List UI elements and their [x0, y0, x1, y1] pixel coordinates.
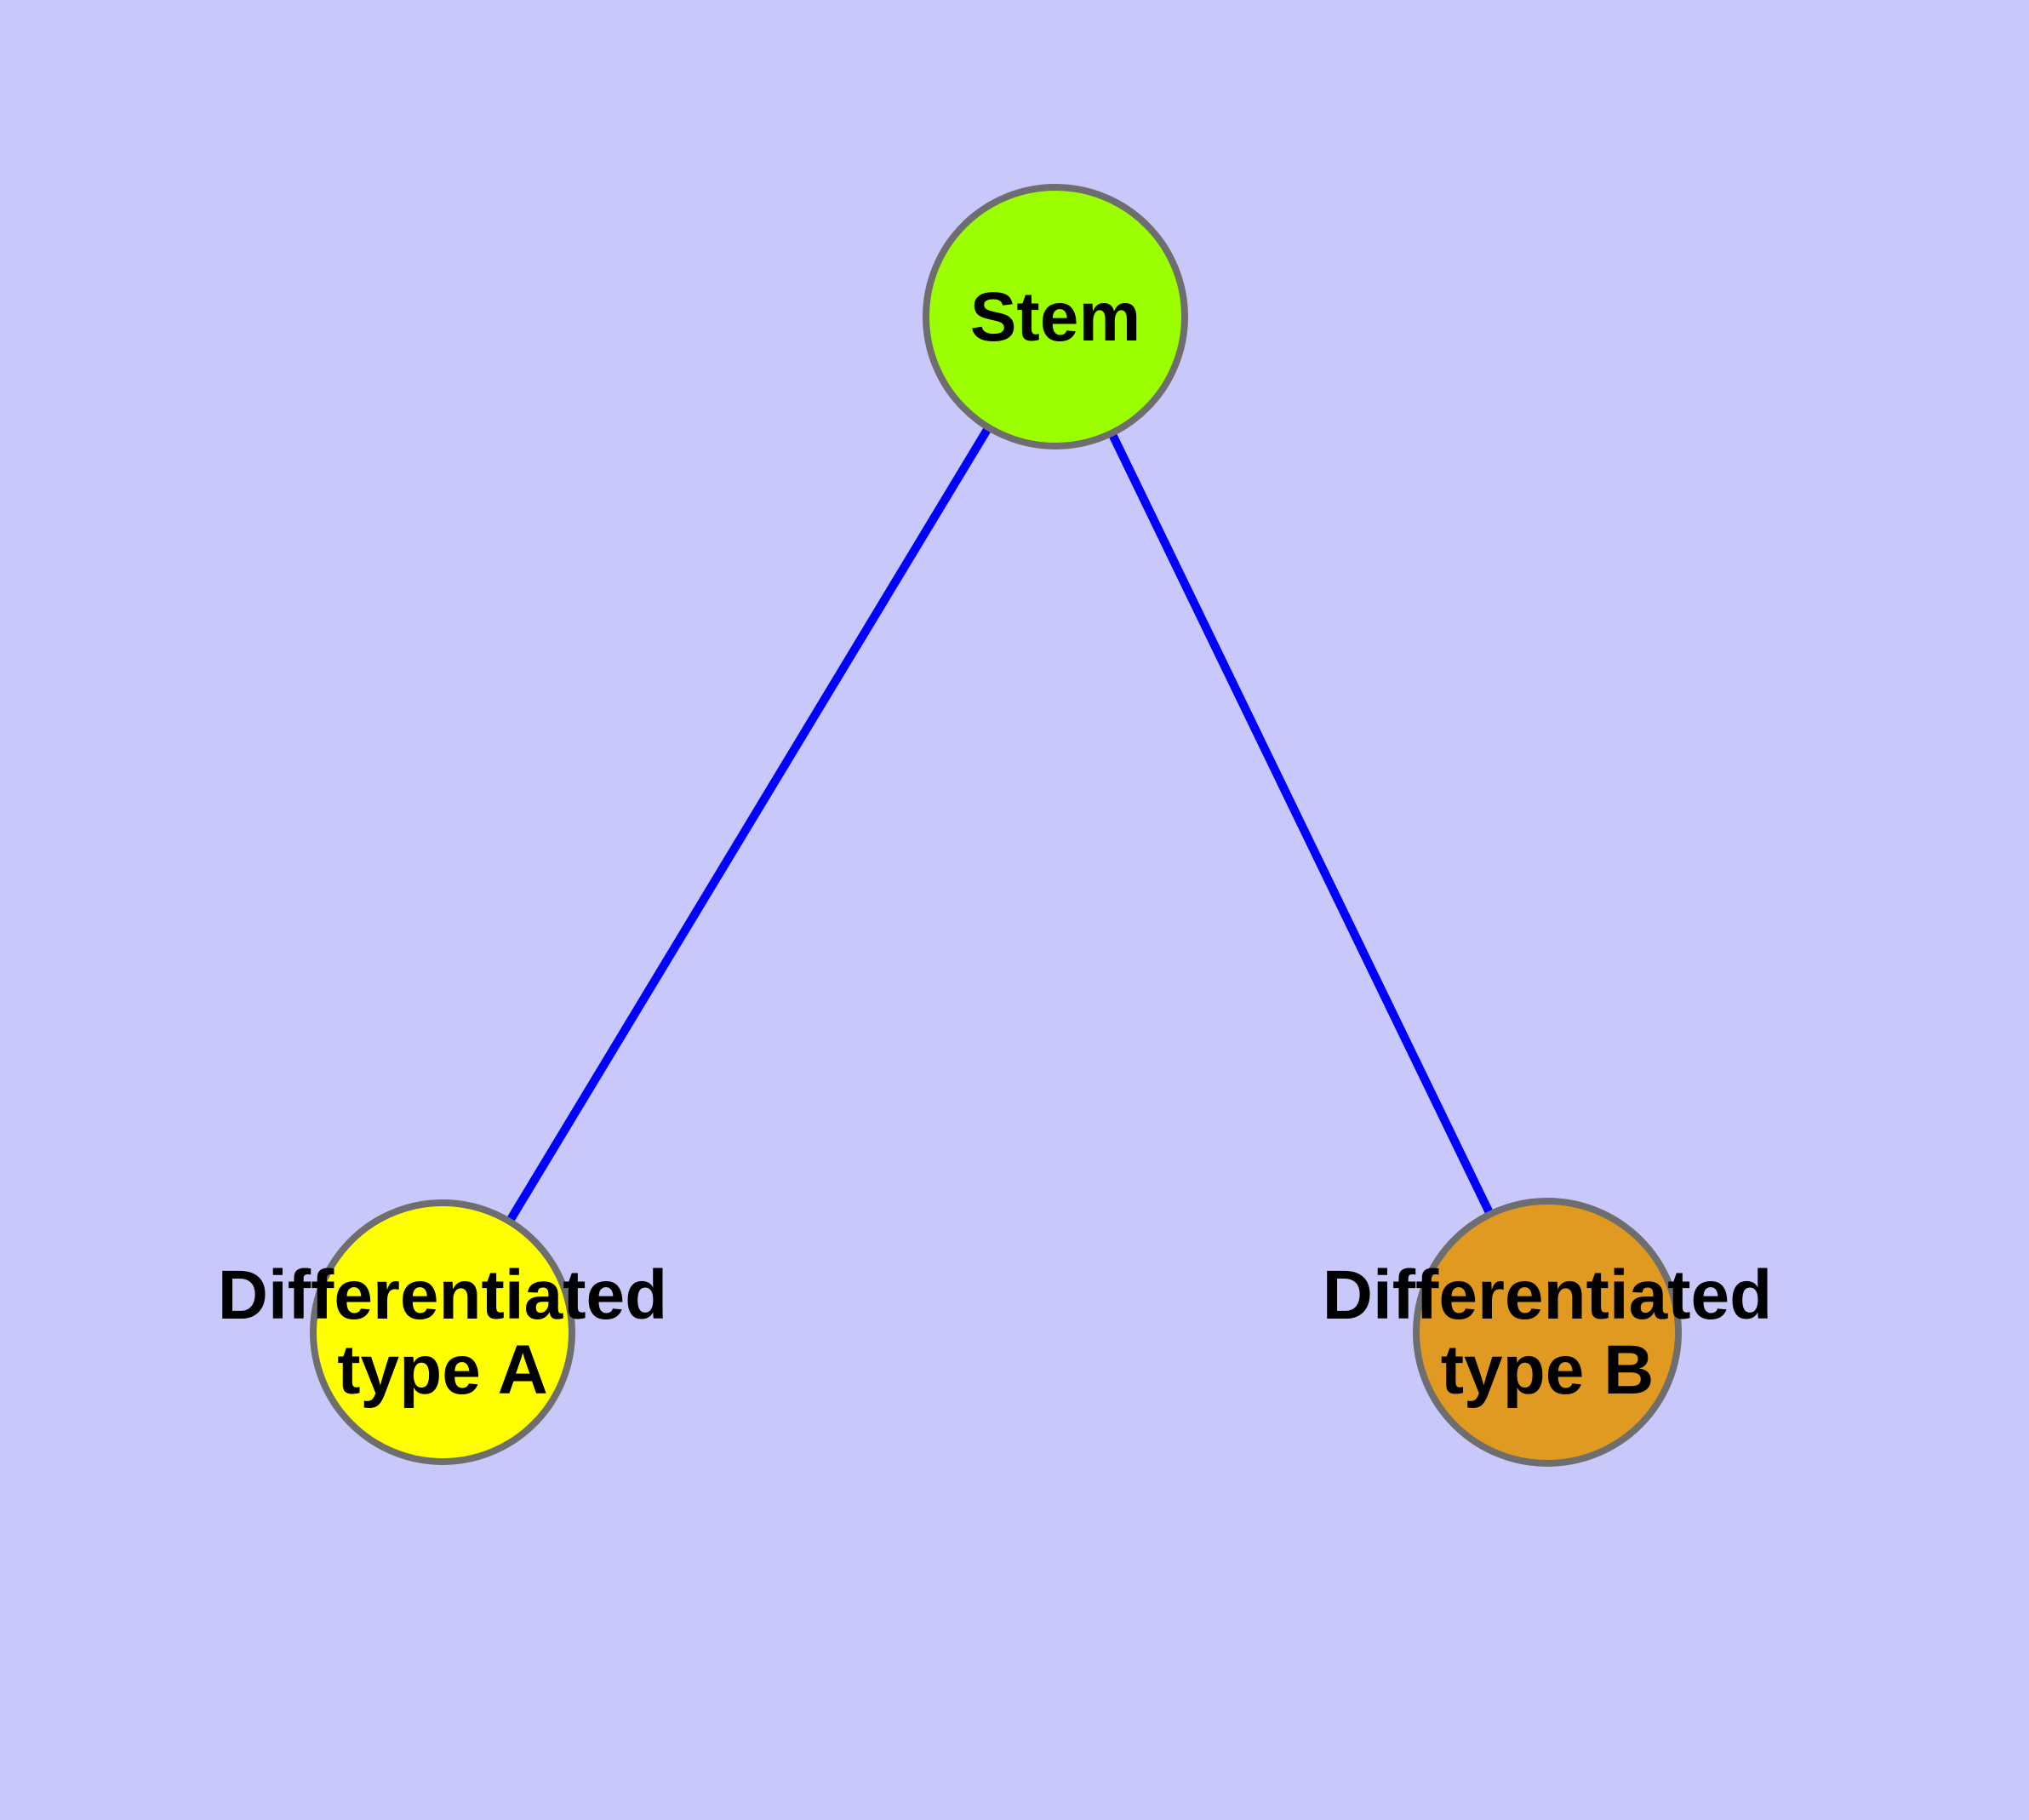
- node-differentiated-type-a[interactable]: [310, 1199, 575, 1465]
- node-layer: [310, 184, 1682, 1467]
- node-stem[interactable]: [923, 184, 1188, 449]
- edge-layer: [438, 314, 1552, 1335]
- edge-stem-to-differentiated-type-b[interactable]: [1051, 314, 1552, 1335]
- node-label-stem: Stem: [970, 278, 1141, 356]
- node-differentiated-type-b[interactable]: [1413, 1198, 1682, 1467]
- edge-stem-to-differentiated-type-a[interactable]: [438, 314, 1060, 1335]
